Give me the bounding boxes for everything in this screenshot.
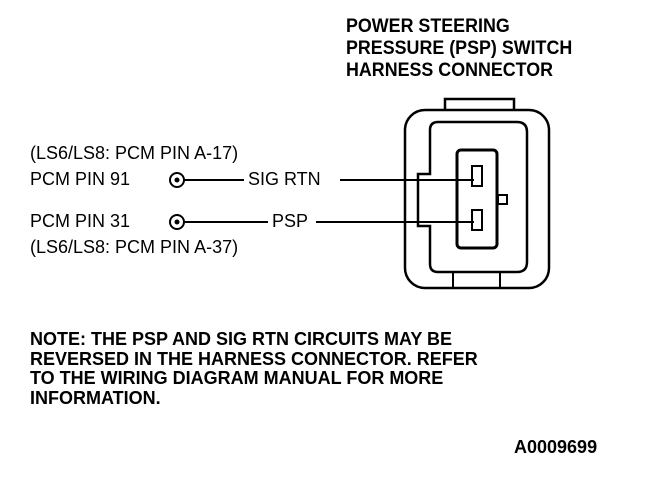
figure-code: A0009699 [514, 437, 598, 457]
connector-title-line-3: HARNESS CONNECTOR [346, 60, 554, 81]
harness-connector-icon [403, 97, 551, 290]
note-line-3: TO THE WIRING DIAGRAM MANUAL FOR MORE [30, 368, 444, 388]
psp-circuit-label: PSP [272, 211, 309, 231]
circuit-note: NOTE: THE PSP AND SIG RTN CIRCUITS MAY B… [30, 329, 478, 408]
sig-rtn-alt-pin-label: (LS6/LS8: PCM PIN A-17) [30, 143, 239, 163]
note-line-1: NOTE: THE PSP AND SIG RTN CIRCUITS MAY B… [30, 329, 453, 349]
connector-title-line-2: PRESSURE (PSP) SWITCH [346, 38, 573, 59]
psp-alt-pin-label: (LS6/LS8: PCM PIN A-37) [30, 237, 239, 257]
sig-rtn-pcm-pin-label: PCM PIN 91 [30, 169, 131, 189]
note-line-4: INFORMATION. [30, 387, 161, 408]
sig-rtn-terminal-icon [169, 172, 185, 188]
connector-title-line-1: POWER STEERING [346, 16, 510, 37]
psp-pcm-pin-label: PCM PIN 31 [30, 211, 131, 231]
note-line-2: REVERSED IN THE HARNESS CONNECTOR. REFER [30, 348, 478, 369]
connector-title: POWER STEERING PRESSURE (PSP) SWITCH HAR… [346, 16, 587, 82]
sig-rtn-circuit-label: SIG RTN [248, 169, 321, 189]
psp-terminal-icon [169, 214, 185, 230]
